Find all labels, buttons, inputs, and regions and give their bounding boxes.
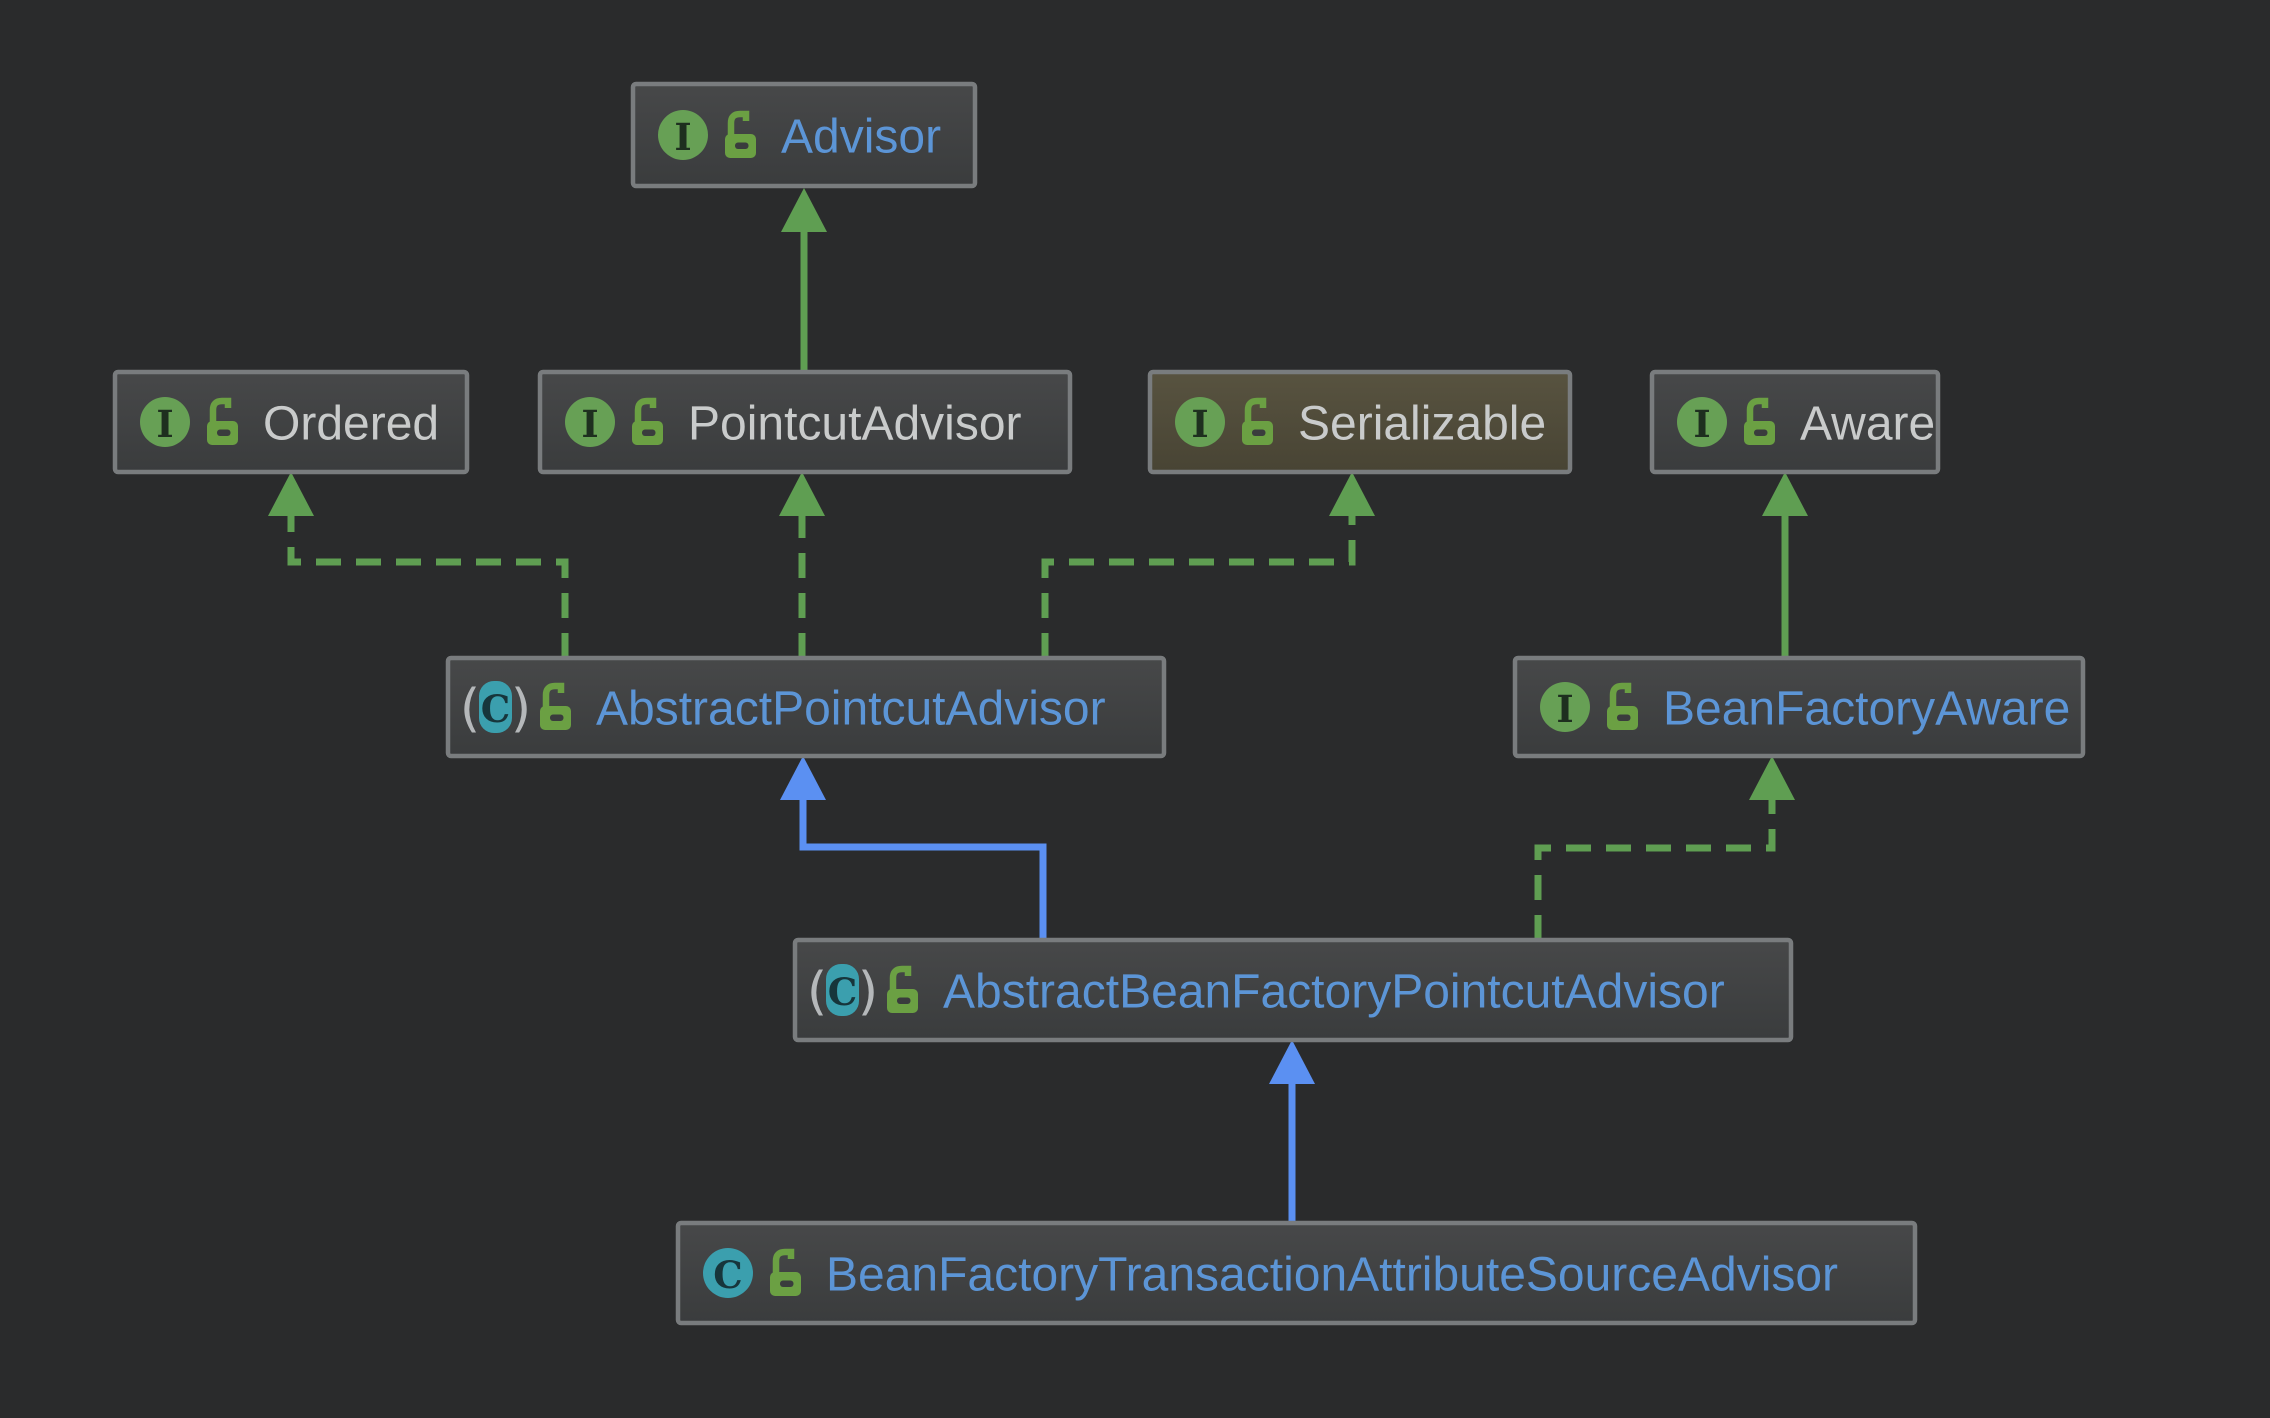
edge-abstractpointcutadvisor-implements-serializable [1041,472,1375,658]
abstract-class-icon: (C) [807,962,878,1022]
inheritance-arrowhead-icon [1749,756,1795,800]
extends-edge-line [799,798,1047,940]
class-node-serializable[interactable]: I Serializable [1147,369,1573,475]
svg-text:C: C [481,687,510,731]
implements-edge-line [1041,514,1356,658]
edge-layer [268,188,1808,1223]
node-box [630,81,978,189]
implements-edge-line [287,514,569,658]
class-name-label: Advisor [781,111,941,164]
svg-text:I: I [1556,687,1573,731]
node-box [1512,655,2086,759]
edge-abstractpointcutadvisor-implements-pointcutadvisor [779,472,825,658]
open-lock-icon [632,397,663,445]
node-box [537,369,1073,475]
class-name-label: BeanFactoryTransactionAttributeSourceAdv… [826,1249,1838,1302]
class-node-ordered[interactable]: I Ordered [112,369,470,475]
class-name-label: Ordered [263,398,439,451]
class-node-pointcut-advisor[interactable]: I PointcutAdvisor [537,369,1073,475]
interface-icon: I [1677,397,1727,447]
interface-icon: I [658,110,708,160]
class-node-abstract-pointcut-advisor[interactable]: (C) AbstractPointcutAdvisor [445,655,1167,759]
class-name-label: AbstractBeanFactoryPointcutAdvisor [943,966,1725,1019]
svg-text:I: I [156,402,173,446]
abstract-class-icon: (C) [460,679,531,739]
svg-text:(: ( [807,962,827,1022]
class-node-aware[interactable]: I Aware [1649,369,1941,475]
inheritance-arrowhead-icon [780,756,826,800]
svg-text:): ) [858,962,878,1022]
edge-pointcutadvisor-extends-advisor [781,188,827,372]
svg-text:I: I [1191,402,1208,446]
inheritance-arrowhead-icon [781,188,827,232]
inheritance-arrowhead-icon [1329,472,1375,516]
open-lock-icon [1242,397,1273,445]
class-node-abstract-bean-factory-pointcut-advisor[interactable]: (C) AbstractBeanFactoryPointcutAdvisor [792,937,1794,1043]
open-lock-icon [540,682,571,730]
open-lock-icon [725,110,756,158]
class-name-label: Aware [1800,398,1935,451]
class-node-advisor[interactable]: I Advisor [630,81,978,189]
edge-abstractbeanfactorypointcutadvisor-extends-abstractpointcutadvisor [780,756,1047,940]
node-box [1649,369,1941,475]
class-name-label: Serializable [1298,398,1546,451]
node-box [1147,369,1573,475]
node-box [112,369,470,475]
svg-text:(: ( [460,679,480,739]
interface-icon: I [1540,682,1590,732]
open-lock-icon [207,397,238,445]
node-box [792,937,1794,1043]
open-lock-icon [1607,682,1638,730]
edge-beanfactoryaware-extends-aware [1762,472,1808,658]
implements-edge-line [1534,798,1776,940]
class-node-bean-factory-aware[interactable]: I BeanFactoryAware [1512,655,2086,759]
inheritance-arrowhead-icon [1762,472,1808,516]
inheritance-arrowhead-icon [779,472,825,516]
open-lock-icon [887,965,918,1013]
interface-icon: I [140,397,190,447]
class-name-label: BeanFactoryAware [1663,683,2070,736]
class-name-label: AbstractPointcutAdvisor [596,683,1106,736]
edge-abstractpointcutadvisor-implements-ordered [268,472,569,658]
svg-text:C: C [828,970,857,1014]
interface-icon: I [1175,397,1225,447]
inheritance-arrowhead-icon [268,472,314,516]
edge-abstractbeanfactorypointcutadvisor-implements-beanfactoryaware [1534,756,1795,940]
open-lock-icon [770,1248,801,1296]
class-icon: C [703,1248,753,1298]
class-node-bean-factory-transaction-attribute-source-advisor[interactable]: C BeanFactoryTransactionAttributeSourceAd… [675,1220,1918,1326]
class-name-label: PointcutAdvisor [688,398,1022,451]
open-lock-icon [1744,397,1775,445]
node-box [445,655,1167,759]
edge-beanfactorytransactionattributesourceadvisor-extends-abstractbeanfactorypointcutadvisor [1269,1040,1315,1223]
svg-text:I: I [674,115,691,159]
svg-text:I: I [581,402,598,446]
node-box [675,1220,1918,1326]
interface-icon: I [565,397,615,447]
svg-text:I: I [1693,402,1710,446]
inheritance-arrowhead-icon [1269,1040,1315,1084]
svg-text:): ) [511,679,531,739]
svg-text:C: C [713,1253,742,1297]
